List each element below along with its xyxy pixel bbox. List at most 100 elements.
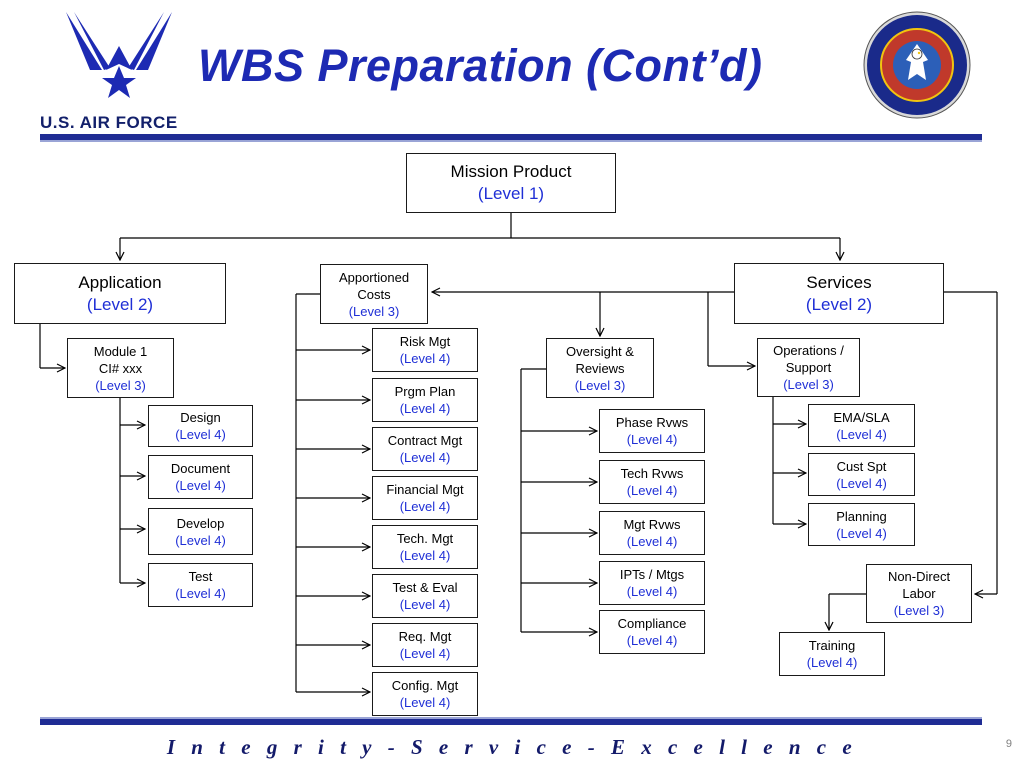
wbs-box-module-1: Module 1 CI# xxx (Level 3) [67,338,174,398]
box-line1: Oversight & [566,343,634,359]
box-level: (Level 3) [893,603,945,618]
box-level: (Level 2) [805,294,873,314]
box-name: Contract Mgt [387,433,463,448]
wbs-box-document: Document (Level 4) [148,455,253,499]
box-level: (Level 3) [348,303,400,319]
box-level: (Level 4) [399,401,451,416]
aflcmc-seal-icon [863,11,971,119]
box-level: (Level 4) [399,548,451,563]
wbs-box-req-mgt: Req. Mgt (Level 4) [372,623,478,667]
header-rule [40,134,982,142]
box-name: Document [170,461,231,476]
box-name: Cust Spt [836,458,887,474]
wbs-box-develop: Develop (Level 4) [148,508,253,555]
footer-motto: I n t e g r i t y - S e r v i c e - E x … [166,735,858,759]
wbs-box-tech-rvws: Tech Rvws (Level 4) [599,460,705,504]
wbs-box-mission-product: Mission Product (Level 1) [406,153,616,213]
air-force-logo [66,12,172,98]
wbs-box-design: Design (Level 4) [148,405,253,447]
box-name: Req. Mgt [398,629,452,644]
box-level: (Level 4) [399,695,451,710]
box-name: Risk Mgt [399,334,451,349]
wbs-box-contract-mgt: Contract Mgt (Level 4) [372,427,478,471]
box-name: Services [806,272,872,292]
wbs-box-compliance: Compliance (Level 4) [599,610,705,654]
box-line1: Apportioned [338,269,410,285]
wbs-box-oversight-reviews: Oversight & Reviews (Level 3) [546,338,654,398]
box-name: Tech. Mgt [396,531,454,546]
wbs-box-mgt-rvws: Mgt Rvws (Level 4) [599,511,705,555]
box-name: Test [188,569,213,584]
box-level: (Level 4) [175,478,226,493]
wbs-box-config-mgt: Config. Mgt (Level 4) [372,672,478,716]
box-name: Design [180,410,221,425]
wbs-box-apportioned-costs: Apportioned Costs (Level 3) [320,264,428,324]
box-level: (Level 3) [95,377,146,393]
box-line2: Support [785,360,832,375]
box-level: (Level 4) [836,475,887,491]
box-line2: Reviews [575,360,625,376]
wbs-box-planning: Planning (Level 4) [808,503,915,546]
page-title: WBS Preparation (Cont’d) [198,40,763,91]
box-name: Training [808,638,856,653]
box-level: (Level 4) [626,633,678,648]
box-name: Phase Rvws [615,415,689,430]
wbs-box-prgm-plan: Prgm Plan (Level 4) [372,378,478,422]
box-level: (Level 4) [399,646,451,661]
box-name: IPTs / Mtgs [619,567,685,582]
box-line1: Operations / [773,343,844,358]
box-line1: Non-Direct [887,569,951,584]
box-name: Config. Mgt [391,678,459,693]
wbs-box-risk-mgt: Risk Mgt (Level 4) [372,328,478,372]
wbs-box-test: Test (Level 4) [148,563,253,607]
box-level: (Level 4) [626,432,678,447]
org-name: U.S. AIR FORCE [40,113,178,132]
wbs-box-application: Application (Level 2) [14,263,226,324]
footer-rule [40,717,982,725]
wbs-box-test-eval: Test & Eval (Level 4) [372,574,478,618]
box-level: (Level 3) [574,377,626,393]
box-name: Planning [836,508,887,524]
box-line2: Costs [357,286,391,302]
box-level: (Level 4) [626,584,678,599]
wbs-box-tech-mgt: Tech. Mgt (Level 4) [372,525,478,569]
box-name: Test & Eval [392,580,458,595]
box-name: Mgt Rvws [623,517,681,532]
box-name: Application [78,272,162,292]
box-level: (Level 4) [399,450,451,465]
box-line2: CI# xxx [98,360,143,376]
box-level: (Level 4) [626,534,678,549]
box-level: (Level 4) [175,532,226,548]
box-level: (Level 4) [836,426,887,442]
box-name: Financial Mgt [386,482,464,497]
box-level: (Level 4) [626,483,678,498]
box-name: Mission Product [450,162,572,181]
box-line2: Labor [902,586,936,601]
box-level: (Level 4) [399,597,451,612]
wbs-box-services: Services (Level 2) [734,263,944,324]
box-level: (Level 1) [477,184,545,203]
box-level: (Level 3) [783,377,834,392]
box-level: (Level 4) [175,427,226,442]
box-level: (Level 4) [399,351,451,366]
box-name: EMA/SLA [833,409,890,425]
wbs-box-training: Training (Level 4) [779,632,885,676]
box-level: (Level 4) [806,655,858,670]
wbs-box-non-direct-labor: Non-Direct Labor (Level 3) [866,564,972,623]
wbs-box-phase-rvws: Phase Rvws (Level 4) [599,409,705,453]
wbs-box-financial-mgt: Financial Mgt (Level 4) [372,476,478,520]
box-level: (Level 4) [175,586,226,601]
box-name: Develop [176,515,225,531]
box-level: (Level 2) [86,294,154,314]
wbs-box-cust-spt: Cust Spt (Level 4) [808,453,915,496]
box-line1: Module 1 [93,343,148,359]
box-name: Compliance [617,616,687,631]
box-level: (Level 4) [836,525,887,541]
page-number: 9 [1005,738,1012,750]
wbs-box-ema-sla: EMA/SLA (Level 4) [808,404,915,447]
wbs-box-operations-support: Operations / Support (Level 3) [757,338,860,397]
wbs-box-ipts-mtgs: IPTs / Mtgs (Level 4) [599,561,705,605]
box-level: (Level 4) [399,499,451,514]
